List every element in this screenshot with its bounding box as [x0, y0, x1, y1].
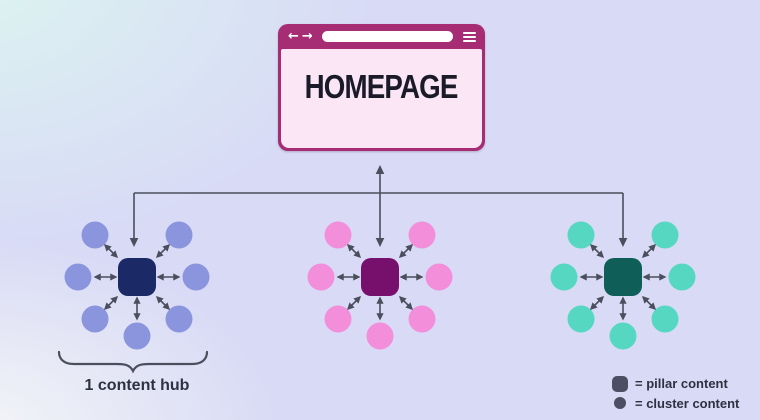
- cluster-content-circle: [550, 263, 578, 291]
- arrow-down-to-left-hub: [129, 238, 139, 247]
- pillar-cluster-link-arrow: [398, 243, 414, 259]
- arrow-up-to-homepage: [375, 165, 385, 174]
- pillar-cluster-link-arrow: [103, 243, 119, 259]
- pillar-cluster-link-arrow: [103, 295, 119, 311]
- arrow-down-to-center-hub: [375, 238, 385, 247]
- back-arrow-icon: ←: [288, 29, 299, 44]
- cluster-content-circle: [567, 305, 595, 333]
- content-hub-teal: [538, 217, 708, 362]
- address-bar: [321, 31, 453, 42]
- content-hub-count-label: 1 content hub: [84, 377, 190, 394]
- forward-arrow-icon: →: [301, 29, 313, 44]
- pillar-content-square: [604, 258, 642, 296]
- homepage-title: HOMEPAGE: [305, 67, 459, 105]
- pillar-cluster-link-arrow: [346, 295, 362, 311]
- pillar-cluster-link-arrow: [155, 295, 171, 311]
- pillar-cluster-link-arrow: [155, 243, 171, 259]
- cluster-content-circle: [307, 263, 335, 291]
- content-hub-magenta: [295, 217, 465, 362]
- cluster-content-circle: [64, 263, 92, 291]
- cluster-content-circle: [182, 263, 210, 291]
- pillar-cluster-link-arrow: [589, 295, 605, 311]
- pillar-cluster-link-arrow: [346, 243, 362, 259]
- cluster-content-circle: [324, 305, 352, 333]
- cluster-content-circle: [324, 221, 352, 249]
- pillar-cluster-link-arrow: [589, 243, 605, 259]
- cluster-content-circle: [651, 305, 679, 333]
- cluster-content-circle: [408, 305, 436, 333]
- legend-row-cluster: = cluster content: [611, 395, 739, 413]
- hamburger-menu-icon: [463, 31, 476, 42]
- cluster-content-circle: [567, 221, 595, 249]
- homepage-browser-window: ← → HOMEPAGE: [278, 24, 485, 151]
- cluster-content-circle: [165, 221, 193, 249]
- cluster-content-circle: [425, 263, 453, 291]
- cluster-content-circle: [165, 305, 193, 333]
- legend: = pillar content = cluster content: [611, 375, 739, 412]
- cluster-content-circle: [366, 322, 394, 350]
- cluster-legend-label: = cluster content: [635, 395, 740, 411]
- arrow-down-to-right-hub: [618, 238, 628, 247]
- cluster-content-circle: [668, 263, 696, 291]
- pillar-cluster-link-arrow: [641, 243, 657, 259]
- browser-content-area: HOMEPAGE: [281, 49, 482, 148]
- pillar-legend-label: = pillar content: [635, 376, 728, 391]
- cluster-content-circle: [81, 221, 109, 249]
- cluster-content-circle: [123, 322, 151, 350]
- cluster-content-circle: [81, 305, 109, 333]
- cluster-content-circle: [609, 322, 637, 350]
- content-hub-blue: [52, 217, 222, 362]
- pillar-content-square: [361, 258, 399, 296]
- pillar-cluster-link-arrow: [398, 295, 414, 311]
- pillar-content-legend-icon: [612, 375, 628, 392]
- brace: [57, 350, 209, 374]
- pillar-cluster-link-arrow: [641, 295, 657, 311]
- legend-row-pillar: = pillar content: [611, 375, 739, 393]
- cluster-content-legend-icon: [614, 397, 626, 410]
- browser-titlebar: ← →: [281, 24, 482, 49]
- cluster-content-circle: [651, 221, 679, 249]
- pillar-content-square: [118, 258, 156, 296]
- cluster-content-circle: [408, 221, 436, 249]
